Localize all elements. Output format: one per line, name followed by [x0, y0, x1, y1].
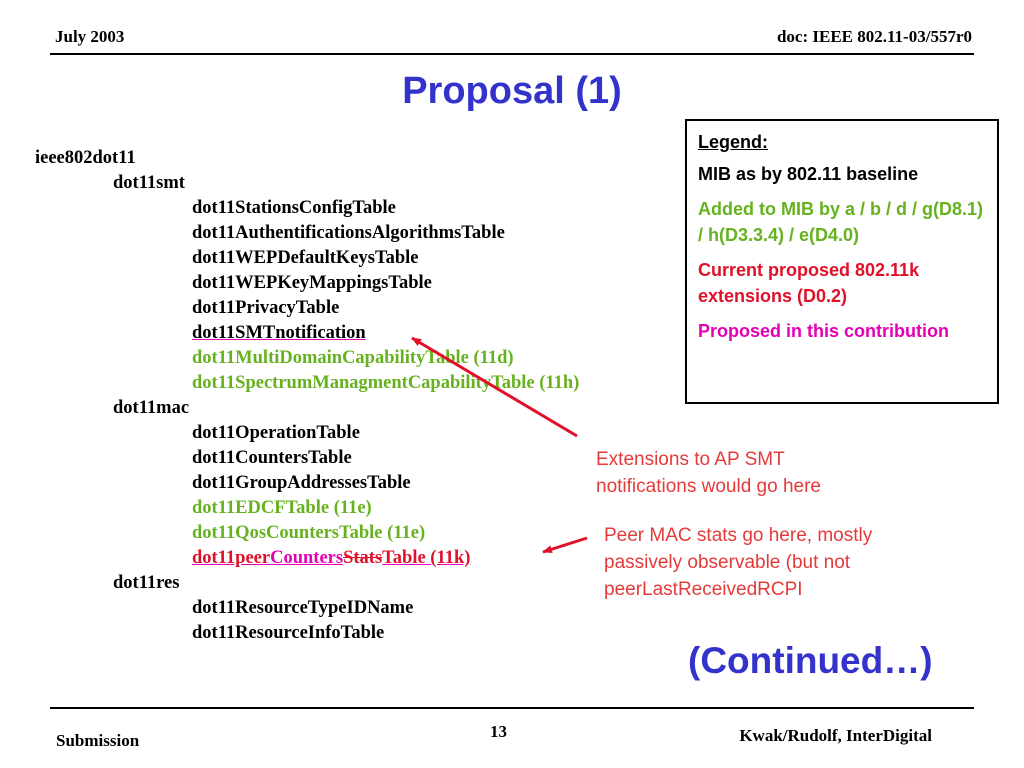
tree-item: dot11StationsConfigTable: [192, 198, 396, 218]
arrow-to-smt-notification: [411, 336, 578, 438]
tree-item: dot11OperationTable: [192, 423, 360, 443]
footer-authors: Kwak/Rudolf, InterDigital: [739, 726, 932, 745]
legend-current: Current proposed 802.11k extensions (D0.…: [698, 260, 920, 306]
legend-title: Legend:: [698, 132, 768, 152]
tree-item-smt-notification: dot11SMTnotification: [192, 323, 366, 343]
tree-node-smt: dot11smt: [113, 173, 185, 193]
tree-item: dot11WEPKeyMappingsTable: [192, 273, 432, 293]
peer-part-current: Table (11k): [382, 548, 471, 568]
header-doc-id: doc: IEEE 802.11-03/557r0: [776, 27, 972, 46]
continued-label: (Continued…): [688, 640, 933, 681]
tree-item: dot11AuthentificationsAlgorithmsTable: [192, 223, 505, 243]
legend-box: Legend: MIB as by 802.11 baseline Added …: [685, 119, 999, 404]
note-line: passively observable (but not: [604, 552, 851, 573]
footer-submission: Submission: [56, 731, 140, 750]
tree-item: dot11ResourceTypeIDName: [192, 598, 414, 618]
note-line: notifications would go here: [596, 476, 821, 497]
peer-part-proposed: Counters: [270, 548, 344, 568]
tree-item: dot11CountersTable: [192, 448, 352, 468]
tree-node-mac: dot11mac: [113, 398, 190, 418]
note-peer-mac: Peer MAC stats go here, mostly passively…: [604, 522, 872, 603]
peer-part-current: dot11peer: [192, 548, 271, 568]
tree-item: dot11WEPDefaultKeysTable: [192, 248, 419, 268]
tree-node-res: dot11res: [113, 573, 180, 593]
note-line: peerLastReceivedRCPI: [604, 579, 803, 600]
legend-added: Added to MIB by a / b / d / g(D8.1) / h(…: [698, 199, 984, 245]
tree-item-11d: dot11MultiDomainCapabilityTable (11d): [192, 348, 514, 368]
footer-rule: [50, 707, 974, 709]
tree-item-11e: dot11EDCFTable (11e): [192, 498, 372, 518]
peer-part-deleted: Stats: [343, 548, 383, 568]
arrow-to-peer-stats: [542, 536, 588, 554]
tree-item-11e: dot11QosCountersTable (11e): [192, 523, 426, 543]
note-line: Extensions to AP SMT: [596, 449, 785, 470]
note-line: Peer MAC stats go here, mostly: [604, 525, 873, 546]
tree-root: ieee802dot11: [35, 148, 136, 168]
tree-item: dot11ResourceInfoTable: [192, 623, 385, 643]
footer-page-number: 13: [490, 722, 507, 741]
header-date: July 2003: [55, 27, 125, 46]
header-rule: [50, 53, 974, 55]
legend-proposed: Proposed in this contribution: [698, 321, 949, 341]
legend-baseline: MIB as by 802.11 baseline: [698, 164, 919, 184]
note-ap-smt: Extensions to AP SMT notifications would…: [596, 446, 821, 500]
tree-item: dot11PrivacyTable: [192, 298, 340, 318]
slide-title: Proposal (1): [402, 70, 622, 112]
tree-item-peer-stats: dot11peerCountersStatsTable (11k): [192, 548, 470, 569]
tree-item: dot11GroupAddressesTable: [192, 473, 411, 493]
tree-item-11h: dot11SpectrumManagmentCapabilityTable (1…: [192, 373, 580, 393]
